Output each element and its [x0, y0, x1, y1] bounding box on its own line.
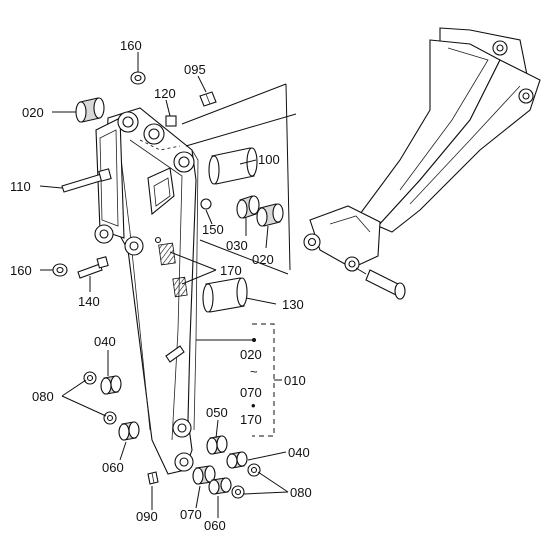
pin-130 — [202, 277, 248, 313]
bolt-120 — [165, 115, 177, 127]
callout-160-left: 160 — [10, 263, 32, 278]
seal-080-right-upper — [247, 463, 261, 477]
range-tilde: ~ — [250, 364, 258, 379]
callout-095: 095 — [184, 62, 206, 77]
arm-bosses — [94, 111, 195, 472]
bolt-140 — [77, 256, 109, 279]
range-dot: • — [251, 398, 256, 413]
washer-160-left — [52, 263, 68, 277]
callout-150: 150 — [202, 222, 224, 237]
callout-060-right: 060 — [204, 518, 226, 533]
callout-080-right: 080 — [290, 485, 312, 500]
callout-040-right: 040 — [288, 445, 310, 460]
callout-050: 050 — [206, 405, 228, 420]
callout-070: 070 — [180, 507, 202, 522]
callout-110: 110 — [10, 179, 31, 194]
seal-080-left-upper — [83, 371, 97, 385]
callout-170: 170 — [220, 263, 242, 278]
washer-160-top — [130, 71, 146, 85]
bushing-040-right — [226, 451, 248, 469]
bolt-150 — [200, 198, 212, 210]
callout-020-right: 020 — [252, 252, 274, 267]
leader-lines — [39, 52, 289, 518]
callout-160-top: 160 — [120, 38, 142, 53]
bushing-060-right — [208, 477, 232, 495]
range-mid: 070 — [240, 385, 262, 400]
arm-body — [95, 107, 199, 475]
bushing-040-left — [100, 375, 122, 395]
bushing-020-left — [75, 97, 105, 123]
bolt-110 — [61, 168, 112, 193]
grease-nipple-095 — [199, 91, 217, 107]
seal-080-right-lower — [231, 485, 245, 499]
callout-130: 130 — [282, 297, 304, 312]
callout-labels: 160 095 120 020 100 110 150 030 020 160 … — [10, 38, 312, 533]
detail-link-lines — [181, 83, 297, 275]
grease-nipple-090 — [147, 471, 159, 485]
range-start: 020 — [240, 347, 262, 362]
bushing-030 — [236, 195, 260, 219]
callout-100: 100 — [258, 152, 280, 167]
seal-080-left-lower — [103, 411, 117, 425]
bushing-020-right — [256, 203, 284, 227]
bushing-050 — [206, 435, 228, 455]
callout-010: 010 — [284, 373, 306, 388]
range-end: 170 — [240, 412, 262, 427]
callout-090: 090 — [136, 509, 158, 524]
callout-080-left: 080 — [32, 389, 54, 404]
callout-140: 140 — [78, 294, 100, 309]
callout-120: 120 — [154, 86, 176, 101]
inset-boom-assembly — [303, 27, 541, 300]
callout-060-left: 060 — [102, 460, 124, 475]
callout-020-left: 020 — [22, 105, 44, 120]
pin-100 — [208, 147, 258, 185]
callout-040-left: 040 — [94, 334, 116, 349]
callout-030: 030 — [226, 238, 248, 253]
bushing-060-left — [118, 421, 140, 441]
